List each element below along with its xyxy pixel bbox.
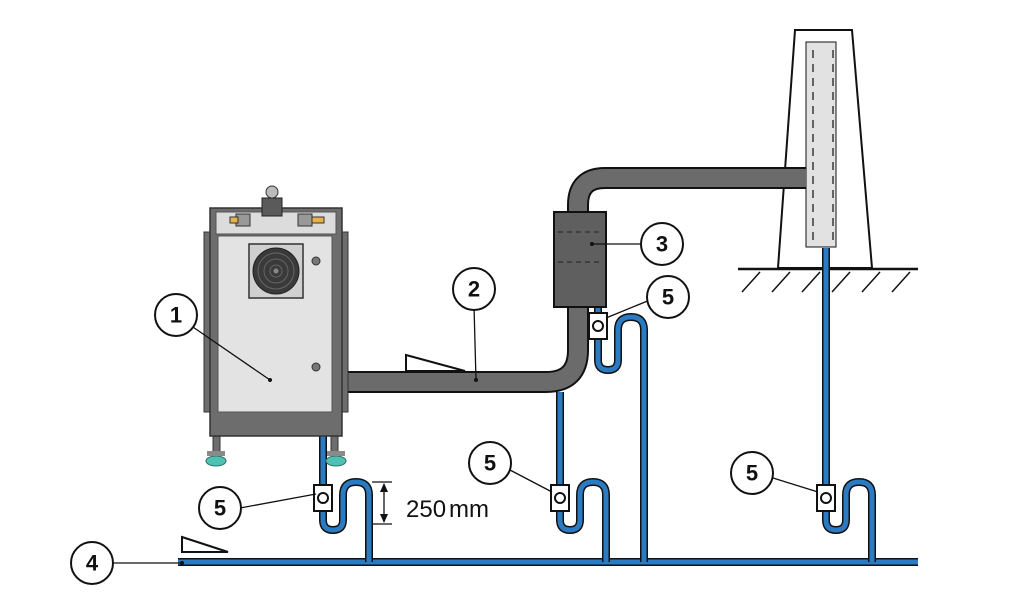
svg-text:3: 3 <box>656 232 668 257</box>
callout-5-boiler: 5 <box>198 486 242 530</box>
svg-text:4: 4 <box>86 551 99 576</box>
svg-text:2: 2 <box>468 277 480 302</box>
callout-1: 1 <box>154 293 198 337</box>
svg-text:5: 5 <box>662 285 674 310</box>
callout-5-separator: 5 <box>646 275 690 319</box>
trap-valve-elbow <box>550 484 570 512</box>
trap-valve-boiler <box>313 484 333 512</box>
svg-text:5: 5 <box>484 451 496 476</box>
trap-height-dimension <box>372 481 392 525</box>
condensate-drain-pipes <box>178 248 918 566</box>
callout-2: 2 <box>452 267 496 311</box>
leader-lines <box>112 242 819 565</box>
svg-text:1: 1 <box>170 303 182 328</box>
boiler <box>203 185 349 467</box>
trap-valve-separator <box>588 312 608 340</box>
slope-indicator-drain <box>181 535 229 553</box>
callout-5-elbow: 5 <box>468 441 512 485</box>
trap-valve-chimney <box>816 484 836 512</box>
svg-text:5: 5 <box>746 461 758 486</box>
flue-pipe <box>265 167 806 393</box>
svg-text:5: 5 <box>214 496 226 521</box>
callout-3: 3 <box>640 222 684 266</box>
callout-4: 4 <box>70 541 114 585</box>
chimney <box>776 29 874 269</box>
condensate-separator <box>553 211 607 308</box>
slope-indicator-flue <box>405 353 466 372</box>
callout-5-chimney: 5 <box>730 451 774 495</box>
